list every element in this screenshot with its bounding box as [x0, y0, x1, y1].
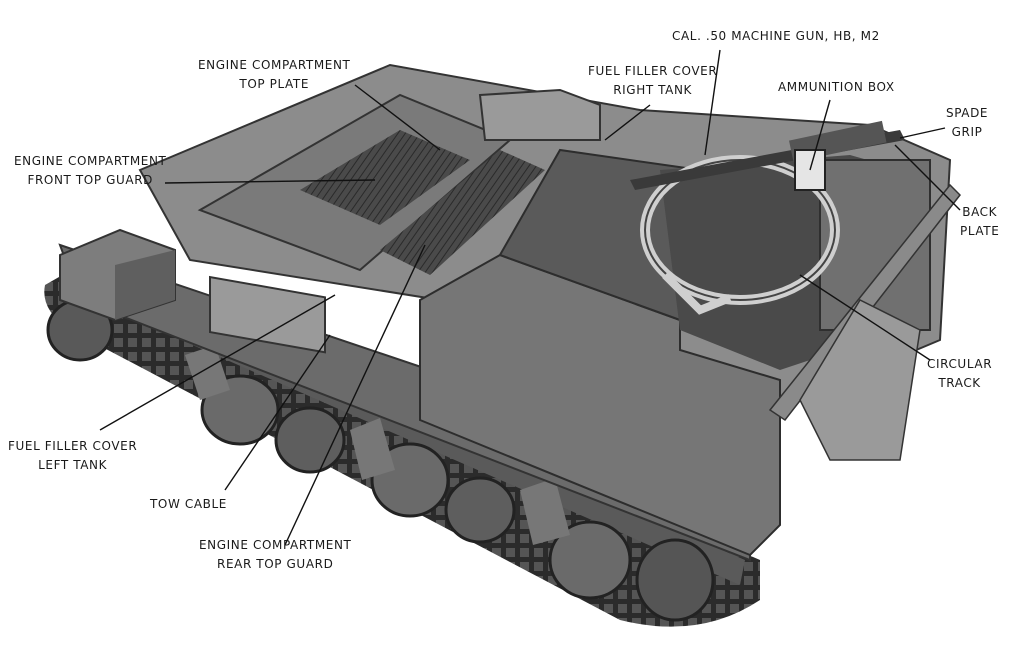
- leader-back-plate: [894, 144, 961, 211]
- engine-deck: [197, 93, 545, 354]
- leader-tow-cable: [224, 334, 331, 491]
- leader-ammunition-box: [809, 99, 831, 171]
- road-wheels: [46, 298, 715, 622]
- label-back-plate: BACK PLATE: [960, 205, 1000, 238]
- fighting-compartment: [419, 88, 781, 557]
- label-engine-compartment-front-top-guard: ENGINE COMPARTMENT FRONT TOP GUARD: [14, 154, 167, 187]
- leader-rear-top-guard: [284, 244, 426, 546]
- label-fuel-filler-cover-right-tank: FUEL FILLER COVER RIGHT TANK: [588, 64, 718, 97]
- label-spade-grip: SPADE GRIP: [946, 106, 989, 139]
- label-cal-50-machine-gun: CAL. .50 MACHINE GUN, HB, M2: [672, 29, 880, 43]
- rear-frame: [768, 183, 961, 461]
- leader-lines: [99, 49, 961, 546]
- leader-machine-gun: [704, 49, 721, 156]
- leader-spade-grip: [899, 127, 946, 139]
- leader-front-top-guard: [164, 179, 376, 184]
- leader-engine-top-plate: [354, 84, 441, 151]
- label-circular-track: CIRCULAR TRACK: [927, 357, 993, 390]
- leader-fuel-right: [604, 104, 651, 141]
- label-tow-cable: TOW CABLE: [150, 497, 227, 511]
- label-ammunition-box: AMMUNITION BOX: [778, 80, 895, 94]
- machine-gun: [630, 120, 905, 191]
- leader-circular-track: [799, 274, 931, 361]
- leader-fuel-left: [99, 294, 336, 431]
- label-engine-compartment-rear-top-guard: ENGINE COMPARTMENT REAR TOP GUARD: [199, 538, 352, 571]
- label-engine-compartment-top-plate: ENGINE COMPARTMENT TOP PLATE: [198, 58, 351, 91]
- label-fuel-filler-cover-left-tank: FUEL FILLER COVER LEFT TANK: [8, 439, 138, 472]
- front-stowage-boxes: [59, 228, 176, 322]
